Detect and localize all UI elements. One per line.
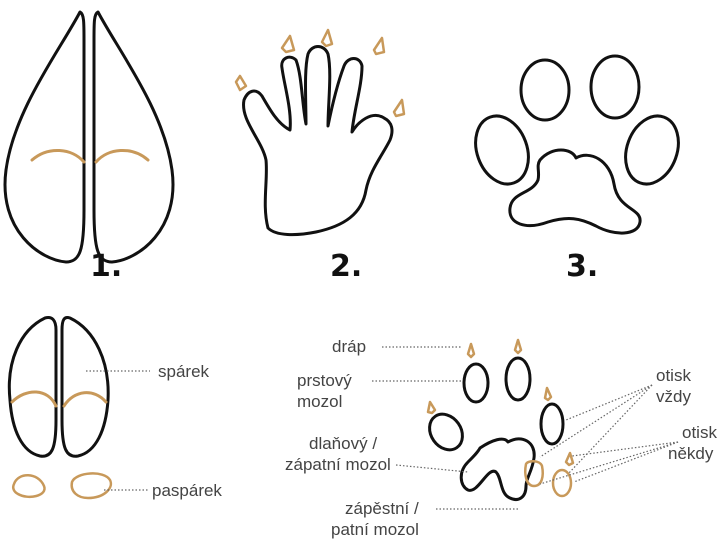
label-prstovy-1: prstový [297,371,352,390]
label-vzdy-2: vždy [656,387,691,406]
label-zapestni-2: patní mozol [331,520,419,539]
label-pasparek: paspárek [152,481,222,500]
label-drap: dráp [332,337,366,356]
label-zapestni-1: zápěstní / [345,499,419,518]
number-one: 1. [90,249,122,284]
leader-nekdy-a [572,442,678,456]
number-three: 3. [566,249,598,284]
hand-print-2 [236,30,404,235]
leader-vzdy-c [568,385,652,474]
label-dlanovy-2: zápatní mozol [285,455,391,474]
hoof-print-1 [5,12,173,262]
label-prstovy-2: mozol [297,392,342,411]
label-vzdy-1: otisk [656,366,691,385]
hoof-detail [9,318,111,499]
leader-vzdy-a [566,385,652,420]
label-nekdy-2: někdy [668,444,714,463]
label-dlanovy-1: dlaňový / [309,434,377,453]
leader-dlanovy [396,465,468,472]
leader-nekdy-c [540,442,678,484]
paw-print-3 [467,56,688,233]
label-sparek: spárek [158,362,210,381]
leader-nekdy-b [574,442,678,482]
paw-detail [423,340,573,500]
leader-vzdy-b [540,385,652,457]
label-nekdy-1: otisk [682,423,717,442]
number-two: 2. [330,249,362,284]
